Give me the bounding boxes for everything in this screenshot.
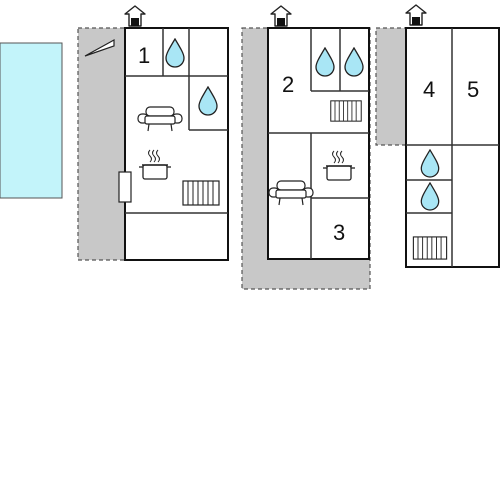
house-2: 2 3 <box>241 5 371 290</box>
pool <box>0 42 63 199</box>
house-1: 1 <box>77 5 229 261</box>
terrace <box>375 27 407 146</box>
door-icon <box>84 38 115 57</box>
radiator-icon <box>330 100 362 122</box>
room-4-label: 4 <box>423 77 435 102</box>
window-icon <box>118 171 132 203</box>
terrace <box>77 27 126 261</box>
room-1-label: 1 <box>138 43 150 68</box>
room-3-label: 3 <box>333 220 345 245</box>
house-entrance-icon <box>405 4 427 26</box>
radiator-icon <box>412 236 448 260</box>
room-2-label: 2 <box>282 72 294 97</box>
house-entrance-icon <box>124 5 146 27</box>
radiator-icon <box>182 180 220 206</box>
room-5-label: 5 <box>467 77 479 102</box>
house-entrance-icon <box>270 5 292 27</box>
house-3: 4 5 <box>375 4 500 268</box>
